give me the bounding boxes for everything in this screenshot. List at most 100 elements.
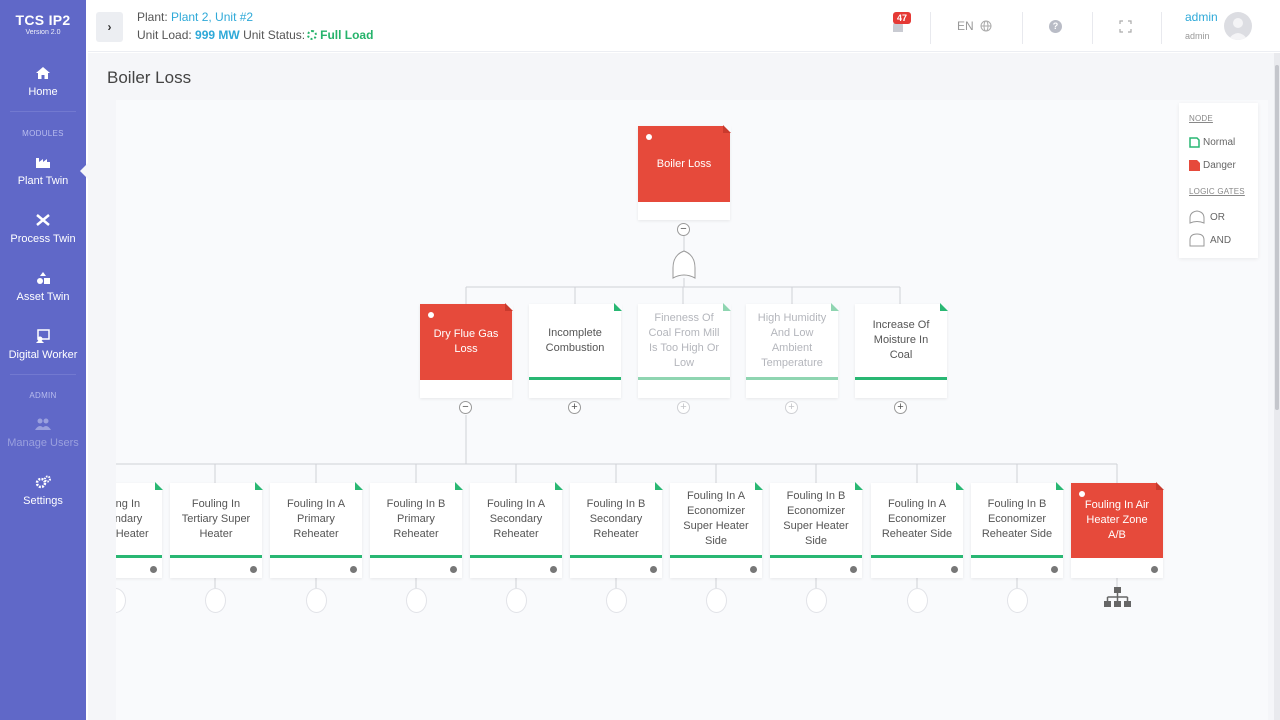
tree-node-level2[interactable]: Fouling In A Economizer Super Heater Sid…: [670, 482, 763, 578]
tree-node-level1[interactable]: Dry Flue Gas Loss: [420, 303, 513, 398]
sidebar-item-home[interactable]: Home: [0, 66, 86, 98]
tree-node-level2[interactable]: Fouling In B Secondary Reheater: [570, 482, 663, 578]
leaf-node[interactable]: [406, 588, 427, 613]
expand-toggle[interactable]: +: [785, 401, 798, 414]
tree-node-level2[interactable]: Fouling In Air Heater Zone A/B: [1071, 482, 1164, 578]
tree-node-level2[interactable]: Fouling In Tertiary Super Heater: [170, 482, 263, 578]
brand: TCS IP2 Version 2.0: [0, 0, 86, 52]
expand-mini-icon[interactable]: [350, 566, 357, 573]
and-gate-icon: [1189, 233, 1205, 247]
node-box: Fouling In B Economizer Reheater Side: [971, 482, 1064, 558]
help-icon[interactable]: ?: [1049, 20, 1062, 33]
node-footer: [370, 558, 462, 578]
alert-dot-icon: [646, 134, 652, 140]
leaf-node[interactable]: [907, 588, 928, 613]
user-name[interactable]: admin: [1185, 10, 1218, 24]
tree-node-level2[interactable]: Fouling In B Economizer Reheater Side: [971, 482, 1064, 578]
node-label: Increase Of Moisture In Coal: [872, 319, 930, 361]
leaf-node[interactable]: [706, 588, 727, 613]
plant-value[interactable]: Plant 2, Unit #2: [171, 10, 254, 24]
sidebar-item-asset-twin[interactable]: Asset Twin: [0, 271, 86, 303]
node-label: Fouling In A Primary Reheater: [286, 497, 346, 540]
tree-node-level2[interactable]: Fouling In A Economizer Reheater Side: [871, 482, 964, 578]
expand-mini-icon[interactable]: [250, 566, 257, 573]
avatar[interactable]: [1224, 12, 1252, 40]
legend-gates-heading: LOGIC GATES: [1189, 187, 1245, 196]
tree-node-level1[interactable]: High Humidity And Low Ambient Temperatur…: [746, 303, 839, 398]
leaf-node[interactable]: [306, 588, 327, 613]
expand-mini-icon[interactable]: [951, 566, 958, 573]
node-label: Fouling In B Economizer Reheater Side: [981, 497, 1053, 540]
alert-dot-icon: [1079, 491, 1085, 497]
legend-or: OR: [1189, 210, 1225, 224]
leaf-node[interactable]: [1007, 588, 1028, 613]
tree-node-level2[interactable]: Fouling In A Secondary Reheater: [470, 482, 563, 578]
expand-mini-icon[interactable]: [150, 566, 157, 573]
tree-node-level1[interactable]: Incomplete Combustion: [529, 303, 622, 398]
section-modules: MODULES: [22, 129, 64, 138]
collapse-toggle[interactable]: −: [677, 223, 690, 236]
leaf-node[interactable]: [806, 588, 827, 613]
fullscreen-icon[interactable]: [1119, 20, 1132, 33]
sidebar: TCS IP2 Version 2.0 Home MODULES Plant T…: [0, 0, 88, 720]
language-selector[interactable]: EN: [957, 19, 992, 33]
node-footer: [638, 202, 730, 220]
expand-toggle[interactable]: +: [568, 401, 581, 414]
unit-status-value: Full Load: [320, 28, 374, 42]
sidebar-item-settings[interactable]: Settings: [0, 475, 86, 507]
tree-node-root[interactable]: Boiler Loss: [638, 125, 731, 220]
tree-node-level2[interactable]: Fouling In A Primary Reheater: [270, 482, 363, 578]
or-gate-icon: [672, 250, 696, 279]
node-footer: [855, 380, 947, 398]
node-footer: [638, 380, 730, 398]
cogs-icon: [35, 475, 51, 489]
expand-toggle[interactable]: +: [677, 401, 690, 414]
legend-node-heading: NODE: [1189, 114, 1213, 123]
legend-or-label: OR: [1210, 211, 1225, 223]
node-box: Fouling In A Primary Reheater: [270, 482, 363, 558]
tree-node-level1[interactable]: Fineness Of Coal From Mill Is Too High O…: [638, 303, 731, 398]
scrollbar-thumb[interactable]: [1275, 65, 1279, 410]
leaf-node[interactable]: [205, 588, 226, 613]
tree-node-level2[interactable]: Fouling In B Primary Reheater: [370, 482, 463, 578]
node-box: Fineness Of Coal From Mill Is Too High O…: [638, 303, 731, 380]
legend-danger: Danger: [1189, 160, 1236, 171]
node-box: High Humidity And Low Ambient Temperatur…: [746, 303, 839, 380]
node-box: Fouling In B Secondary Reheater: [570, 482, 663, 558]
expand-mini-icon[interactable]: [1151, 566, 1158, 573]
node-label: Fouling In B Secondary Reheater: [586, 497, 646, 540]
node-footer: [170, 558, 262, 578]
sidebar-item-plant-twin[interactable]: Plant Twin: [0, 155, 86, 187]
sidebar-toggle-button[interactable]: ›: [96, 12, 123, 42]
sitemap-icon[interactable]: [1104, 587, 1131, 612]
language-label: EN: [957, 19, 974, 33]
expand-mini-icon[interactable]: [450, 566, 457, 573]
node-box: Incomplete Combustion: [529, 303, 622, 380]
expand-mini-icon[interactable]: [650, 566, 657, 573]
expand-mini-icon[interactable]: [750, 566, 757, 573]
page-title: Boiler Loss: [107, 68, 192, 87]
expand-mini-icon[interactable]: [550, 566, 557, 573]
leaf-node[interactable]: [506, 588, 527, 613]
tree-node-level2[interactable]: Fouling In Secondary Super Heater: [116, 482, 163, 578]
node-footer: [116, 558, 162, 578]
leaf-node[interactable]: [116, 588, 126, 613]
sidebar-item-manage-users[interactable]: Manage Users: [0, 417, 86, 449]
tree-node-level2[interactable]: Fouling In B Economizer Super Heater Sid…: [770, 482, 863, 578]
node-box: Increase Of Moisture In Coal: [855, 303, 948, 380]
or-gate-icon: [1189, 210, 1205, 224]
expand-mini-icon[interactable]: [850, 566, 857, 573]
users-icon: [35, 418, 51, 430]
leaf-node[interactable]: [606, 588, 627, 613]
collapse-toggle[interactable]: −: [459, 401, 472, 414]
node-footer: [670, 558, 762, 578]
tree-node-level1[interactable]: Increase Of Moisture In Coal: [855, 303, 948, 398]
sidebar-item-digital-worker[interactable]: Digital Worker: [0, 329, 86, 361]
node-label: Incomplete Combustion: [545, 326, 605, 354]
plant-label: Plant:: [137, 10, 168, 24]
legend-danger-label: Danger: [1203, 160, 1236, 171]
sidebar-item-process-twin[interactable]: Process Twin: [0, 213, 86, 245]
expand-mini-icon[interactable]: [1051, 566, 1058, 573]
divider: [10, 374, 76, 375]
expand-toggle[interactable]: +: [894, 401, 907, 414]
